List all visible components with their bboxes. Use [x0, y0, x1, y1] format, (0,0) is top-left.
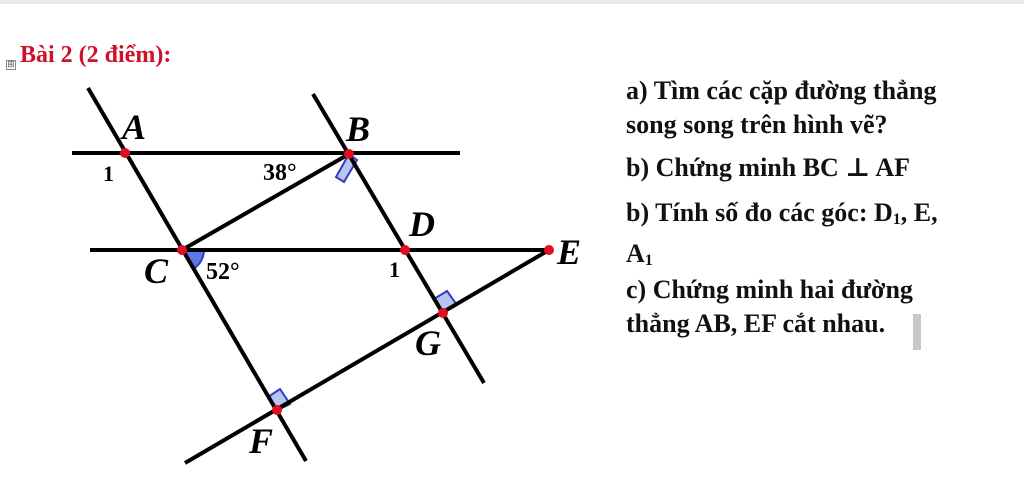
line-through-a-c	[86, 86, 308, 463]
question-b1: b) Chứng minh BC ⊥ AF	[626, 153, 911, 182]
question-b2-line-2: A1	[626, 239, 653, 269]
point-f	[272, 405, 282, 415]
line-through-b-g	[311, 92, 486, 385]
label-point-f: F	[248, 421, 273, 461]
question-b2-line-1: b) Tính số đo các góc: D1, E,	[626, 198, 938, 228]
point-g	[438, 308, 448, 318]
geometry-figure: A B C D E F G 1 38° 52° 1	[72, 86, 581, 465]
exercise-heading: Bài 2 (2 điểm):	[20, 42, 172, 68]
angle-label-b38: 38°	[263, 160, 297, 186]
question-a: a) Tìm các cặp đường thẳng song song trê…	[626, 74, 972, 142]
segment-cb	[181, 152, 350, 252]
label-point-b: B	[345, 109, 370, 149]
point-a	[120, 148, 130, 158]
label-point-g: G	[415, 323, 441, 363]
question-c-line-1: c) Chứng minh hai đường	[626, 275, 913, 304]
label-point-e: E	[556, 232, 581, 272]
label-point-d: D	[408, 204, 435, 244]
question-c: c) Chứng minh hai đường thẳng AB, EF cắt…	[626, 273, 972, 341]
line-ef	[183, 248, 551, 465]
point-e	[544, 245, 554, 255]
text-cursor	[913, 314, 921, 350]
table-move-handle-icon[interactable]: ⊞	[6, 60, 16, 70]
angle-label-a1: 1	[103, 161, 114, 186]
question-a-line-2: song song trên hình vẽ?	[626, 110, 888, 139]
question-c-line-2: thẳng AB, EF cắt nhau.	[626, 309, 886, 338]
point-b	[344, 149, 354, 159]
question-a-line-1: a) Tìm các cặp đường thẳng	[626, 76, 937, 105]
angle-label-d1: 1	[389, 257, 400, 282]
point-d	[400, 245, 410, 255]
label-point-c: C	[144, 251, 169, 291]
label-point-a: A	[120, 107, 146, 147]
point-c	[177, 245, 187, 255]
window-top-border	[0, 0, 1024, 4]
question-b2: b) Tính số đo các góc: D1, E, A1	[626, 196, 972, 278]
angle-label-c52: 52°	[206, 259, 240, 285]
